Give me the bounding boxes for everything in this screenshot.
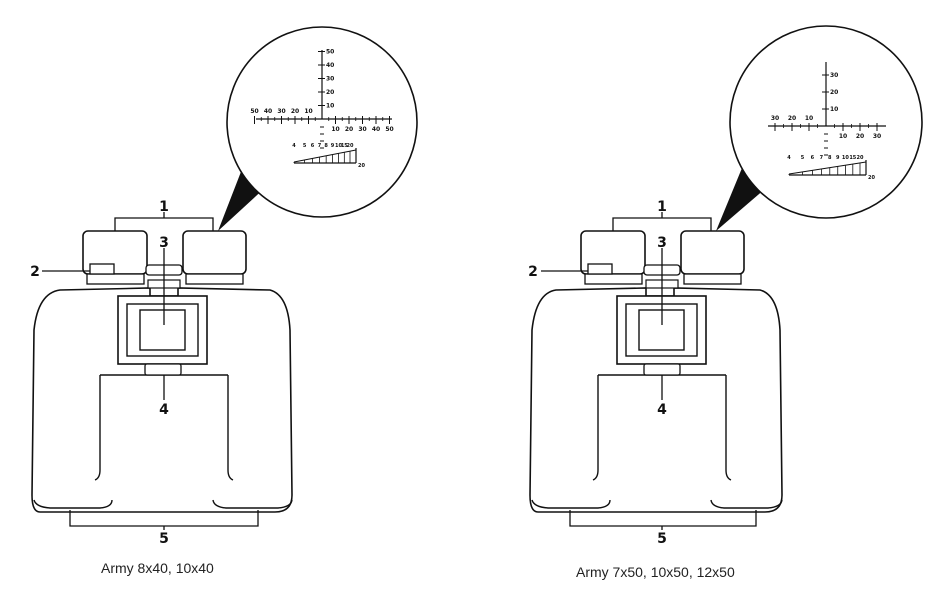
eyepiece-ring-right-b <box>683 273 742 285</box>
reticle-tick-label: 10 <box>830 106 838 113</box>
rangefinder-label: 20 <box>347 143 354 149</box>
callout-2-left: 2 <box>30 264 40 280</box>
reticle-tick-label: 10 <box>839 133 847 140</box>
reticle-tick-label: 20 <box>830 89 838 96</box>
eyecup-right-b <box>680 230 745 275</box>
rangefinder-label: 9 <box>331 143 335 149</box>
diopter-adjuster-right <box>587 263 613 275</box>
callout-5-left: 5 <box>159 531 169 547</box>
rangefinder-label: 7 <box>318 143 322 149</box>
leader-1-left <box>114 212 214 231</box>
objective-cap-left-b <box>212 499 293 509</box>
leader-5-left <box>69 510 259 530</box>
binocular-body-right <box>529 287 783 513</box>
callout-3-left: 3 <box>159 235 169 251</box>
rangefinder-label: 6 <box>811 155 815 161</box>
rangefinder-label: 6 <box>311 143 315 149</box>
rangefinder-label: 8 <box>324 143 328 149</box>
rangefinder-label: 8 <box>828 155 832 161</box>
rangefinder-label: 10 <box>842 155 849 161</box>
rangefinder-label: 15 <box>341 143 348 149</box>
reticle-tick-label: 50 <box>250 108 258 115</box>
callout-4-right: 4 <box>657 402 667 418</box>
caption-left: Army 8x40, 10x40 <box>101 560 214 576</box>
objective-cap-right-a <box>531 499 611 509</box>
focus-window-left <box>139 309 186 351</box>
leader-1-right <box>612 212 712 231</box>
reticle-tick-label: 40 <box>264 108 272 115</box>
objective-cap-left-a <box>33 499 113 509</box>
reticle-tick-label: 10 <box>331 126 339 133</box>
eyepiece-ring-left-a <box>86 273 145 285</box>
reticle-tick-label: 20 <box>856 133 864 140</box>
rangefinder-label: 9 <box>836 155 840 161</box>
reticle-tick-label: 10 <box>304 108 312 115</box>
eyepiece-ring-right-a <box>584 273 643 285</box>
leader-5-right <box>569 510 757 530</box>
hinge-bottom-left <box>144 363 182 376</box>
reticle-tick-label: 50 <box>326 49 334 56</box>
reticle-tick-label: 20 <box>345 126 353 133</box>
rangefinder-slope <box>788 161 867 175</box>
reticle-tick-label: 20 <box>788 115 796 122</box>
rangefinder-label: 4 <box>787 155 791 161</box>
reticle-tick-label: 20 <box>291 108 299 115</box>
callout-5-right: 5 <box>657 531 667 547</box>
reticle-tick-label: 40 <box>372 126 380 133</box>
caption-right: Army 7x50, 10x50, 12x50 <box>576 564 735 580</box>
reticle-tick-label: 50 <box>385 126 393 133</box>
rangefinder-label: 7 <box>820 155 824 161</box>
callout-4-left: 4 <box>159 402 169 418</box>
rangefinder-label: 15 <box>849 155 856 161</box>
callout-1-left: 1 <box>159 199 169 215</box>
rangefinder-label: 4 <box>292 143 296 149</box>
reticle-tick-label: 40 <box>326 62 334 69</box>
binocular-body-left <box>31 287 293 513</box>
reticle-tick-label: 30 <box>326 76 334 83</box>
callout-1-right: 1 <box>657 199 667 215</box>
reticle-tick-label: 20 <box>326 89 334 96</box>
diopter-adjuster-left <box>89 263 115 275</box>
rangefinder-label: 20 <box>857 155 864 161</box>
rangefinder-end-label: 20 <box>868 175 875 181</box>
objective-cap-right-b <box>710 499 783 509</box>
reticle-tick-label: 30 <box>358 126 366 133</box>
rangefinder-label: 5 <box>303 143 307 149</box>
rangefinder-label: 10 <box>335 143 342 149</box>
reticle-tick-label: 10 <box>326 103 334 110</box>
reticle-view-left <box>226 26 418 218</box>
binocular-diagram-left: 1 2 3 4 5 50 40 30 20 10 10 20 30 40 50 10 20 30 40 50… <box>30 26 418 547</box>
reticle-tick-label: 30 <box>830 72 838 79</box>
hinge-bottom-right <box>643 363 681 376</box>
reticle-tick-label: 10 <box>805 115 813 122</box>
rangefinder-end-label: 20 <box>358 163 365 169</box>
callout-2-right: 2 <box>528 264 538 280</box>
rangefinder-label: 5 <box>801 155 805 161</box>
reticle-tick-label: 30 <box>873 133 881 140</box>
eyecup-left-b <box>182 230 247 275</box>
reticle-tick-label: 30 <box>771 115 779 122</box>
reticle-tick-label: 30 <box>277 108 285 115</box>
callout-3-right: 3 <box>657 235 667 251</box>
eyepiece-ring-left-b <box>185 273 244 285</box>
